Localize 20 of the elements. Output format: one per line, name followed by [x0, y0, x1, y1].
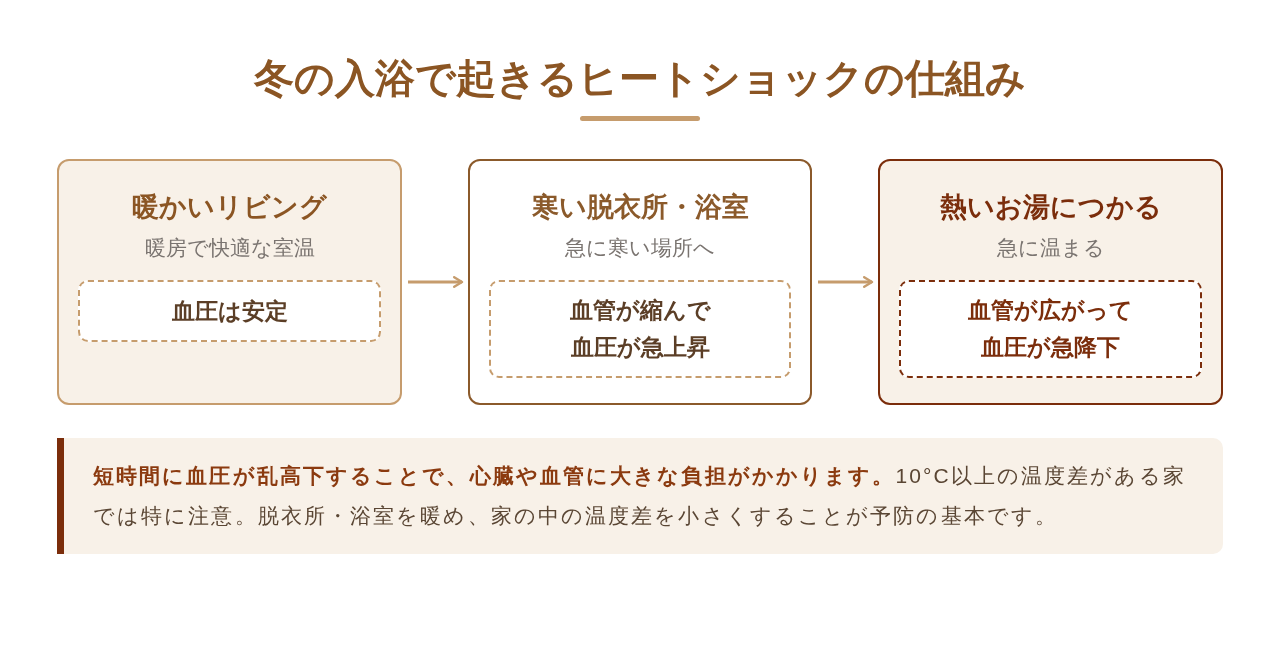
step-heading: 暖かいリビング	[132, 191, 327, 224]
step-subtitle: 急に寒い場所へ	[565, 235, 715, 261]
arrow	[408, 276, 464, 288]
result-box	[78, 280, 381, 342]
step-subtitle: 暖房で快適な室温	[144, 235, 315, 261]
note-text: 短時間に血圧が乱高下することで、心臓や血管に大きな負担がかかります。10°C以上の温度差がある家では特に注意。脱衣所・浴室を暖め、家の中の温度差を小さくすることが予防の基本です。	[93, 463, 1187, 529]
step-heading: 熱いお湯につかる	[939, 191, 1162, 224]
arrow	[818, 276, 874, 288]
step-subtitle: 急に温まる	[996, 235, 1105, 261]
note-panel	[57, 438, 1223, 554]
result-box	[489, 280, 791, 378]
result-text: 血圧は安定	[171, 296, 288, 326]
step-card	[57, 159, 402, 405]
step-card	[878, 159, 1223, 405]
result-box	[899, 280, 1202, 378]
result-text: 血管が縮んで血圧が急上昇	[568, 296, 712, 362]
title: 冬の入浴で起きるヒートショックの仕組み	[253, 55, 1027, 102]
step-card	[468, 159, 812, 405]
step-heading: 寒い脱衣所・浴室	[531, 191, 749, 224]
result-text: 血管が広がって血圧が急降下	[967, 296, 1134, 362]
